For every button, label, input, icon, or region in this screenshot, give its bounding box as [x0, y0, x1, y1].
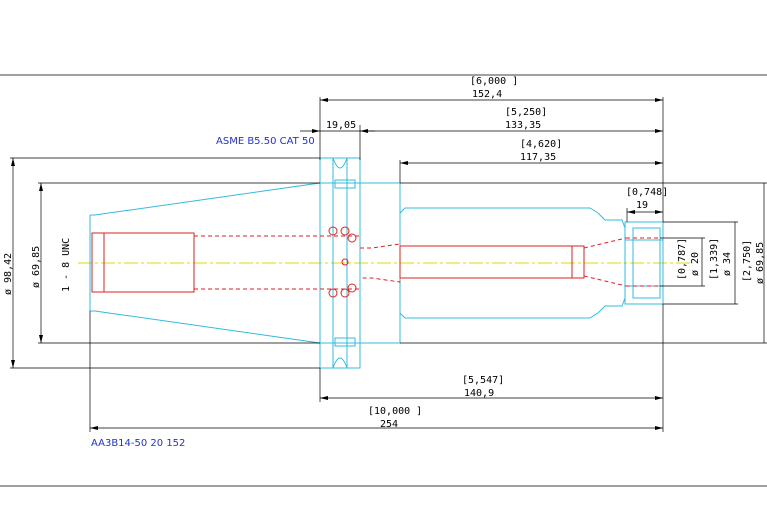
- dim-from-flange-in: [5,250]: [505, 107, 547, 118]
- dim-from-flange-mm: 133,35: [505, 120, 541, 131]
- dim-body-dia-in: [2,750]: [742, 240, 753, 282]
- collet-bore: [399, 245, 573, 279]
- dim-nut-in: [1,339]: [709, 238, 720, 280]
- dim-overall-in: [10,000 ]: [368, 406, 422, 417]
- dim-overall-mm: 254: [380, 419, 398, 430]
- dim-gauge-mm: 140,9: [464, 388, 494, 399]
- arrowheads: [11, 98, 663, 430]
- dim-body-dia-mm: ø 69,85: [755, 242, 766, 284]
- dim-total-in: [6,000 ]: [470, 76, 518, 87]
- dim-nose-mm: 19: [636, 200, 648, 211]
- part-number-label: AA3B14-50 20 152: [91, 438, 185, 449]
- dim-total-mm: 152,4: [472, 89, 502, 100]
- dim-nose-in: [0,748]: [626, 187, 668, 198]
- dim-flange-mm: 19,05: [326, 120, 356, 131]
- hidden-features: [91, 226, 660, 298]
- dim-bore-mm: ø 20: [690, 252, 701, 276]
- dim-bore-in: [0,787]: [677, 238, 688, 280]
- standard-label: ASME B5.50 CAT 50: [216, 136, 315, 147]
- dim-dia-taper: ø 69,85: [31, 246, 42, 288]
- dim-body-in: [4,620]: [520, 139, 562, 150]
- dim-nut-mm: ø 34: [722, 252, 733, 276]
- dim-dia-flange: ø 98,42: [3, 253, 14, 295]
- dimension-lines: [10, 97, 767, 432]
- dim-body-mm: 117,35: [520, 152, 556, 163]
- dim-thread: 1 - 8 UNC: [61, 238, 72, 292]
- collet-nut: [624, 221, 664, 305]
- dim-gauge-in: [5,547]: [462, 375, 504, 386]
